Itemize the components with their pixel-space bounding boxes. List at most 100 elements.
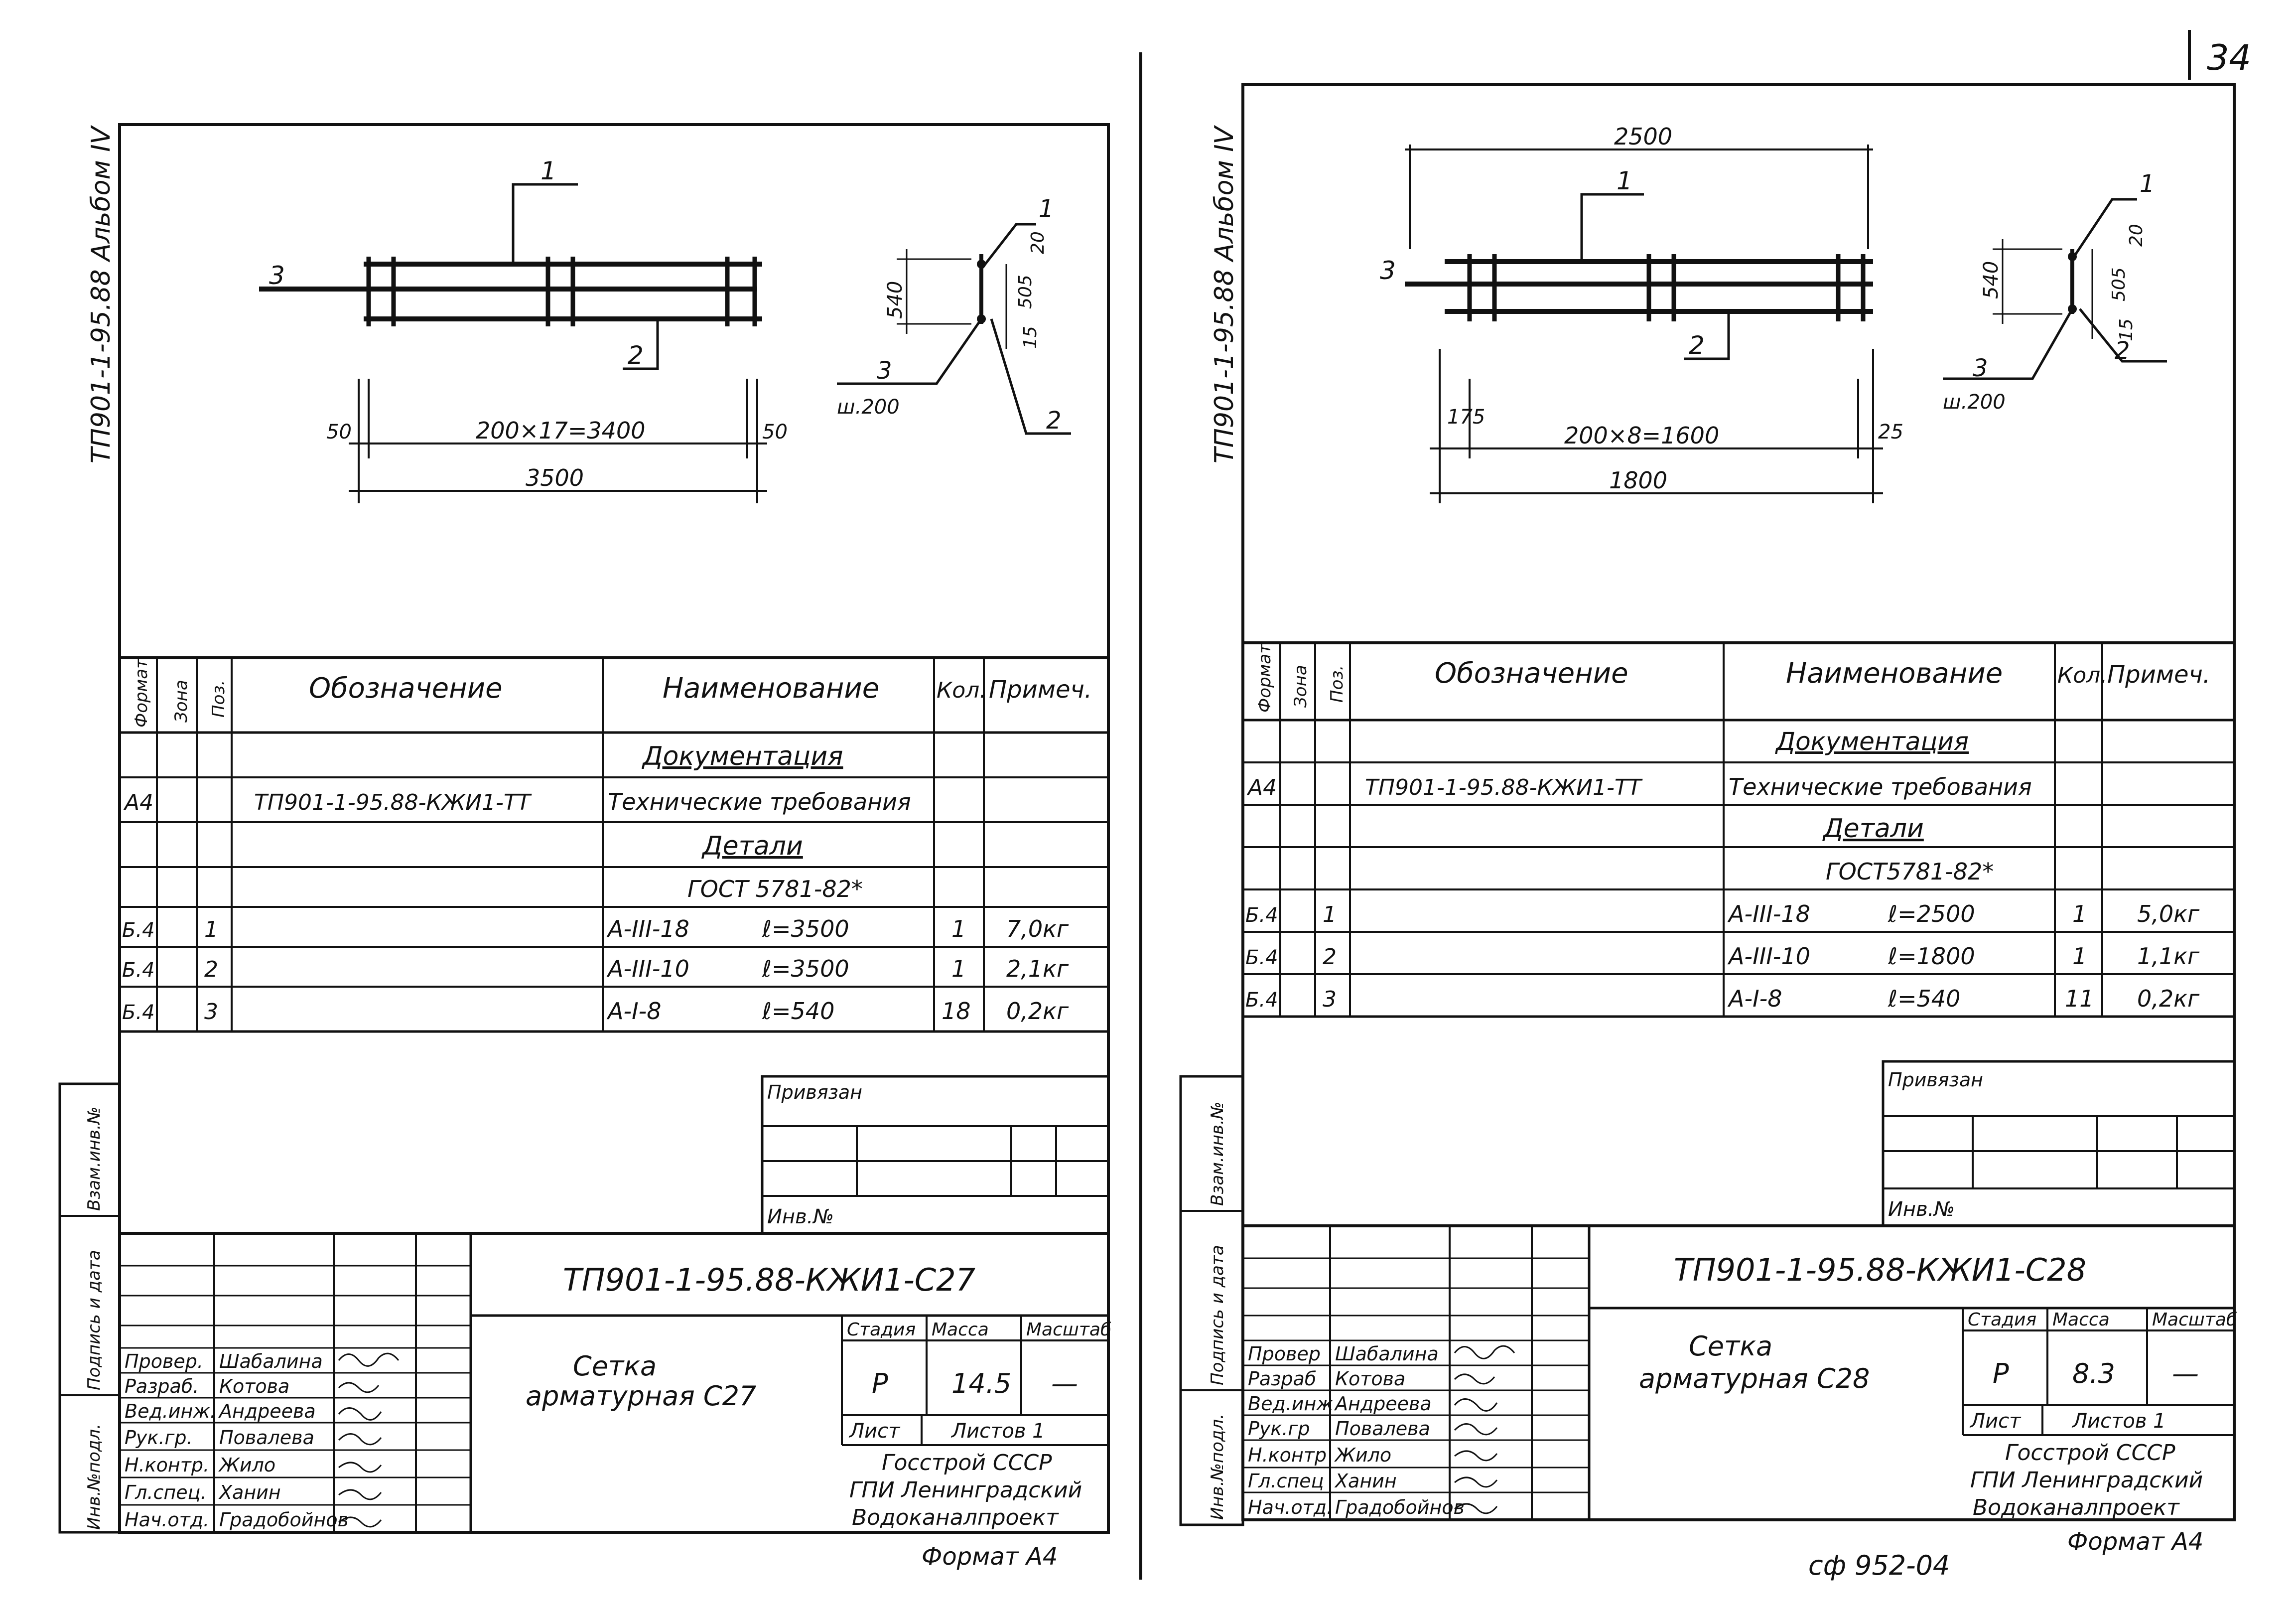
doc-row-name: Технические требования [1729,773,2032,800]
hdr-format: Формат [132,658,151,728]
binding-block: Привязан Инв.№ [1882,1060,2236,1227]
hdr-qty: Кол. [937,678,986,703]
svg-text:А-III-10: А-III-10 [606,955,689,982]
svg-text:Разраб: Разраб [1248,1368,1316,1390]
svg-text:ℓ=3500: ℓ=3500 [762,915,849,942]
stage-value: Р [1993,1358,2009,1389]
sec-20: 20 [1028,231,1048,254]
sec-pos2: 2 [1046,407,1062,435]
sheet-right: ТП901-1-95.88 Альбом IV Взам.инв.№ Подпи… [1179,83,2237,1581]
svg-text:ℓ=1800: ℓ=1800 [1888,943,1975,970]
svg-text:7,0кг: 7,0кг [1006,915,1069,942]
section-documentation: Документация [642,741,843,771]
svg-text:Шабалина: Шабалина [219,1350,323,1372]
svg-text:Андреева: Андреева [1334,1393,1432,1415]
svg-text:Рук.гр.: Рук.гр. [125,1427,193,1449]
sec-pos1: 1 [2140,170,2155,198]
side-label-inventory: Инв.№подл. [84,1424,104,1530]
hdr-pos: Поз. [209,680,229,718]
svg-text:ℓ=540: ℓ=540 [762,998,834,1025]
sec-540: 540 [884,281,907,319]
binding-label: Привязан [767,1081,862,1103]
signature-mark [1454,1476,1498,1488]
svg-text:Повалева: Повалева [219,1427,314,1449]
binding-block: Привязан Инв.№ [761,1075,1110,1235]
svg-text:3: 3 [204,999,218,1025]
hdr-note: Примеч. [2107,661,2210,689]
doc-row-designation: ТП901-1-95.88-КЖИ1-ТТ [254,790,532,815]
binding-label: Привязан [1888,1069,1983,1091]
signature-mark [1454,1373,1495,1385]
sec-505: 505 [1015,275,1036,309]
svg-text:Б.4: Б.4 [1245,989,1278,1012]
gost-ref: ГОСТ 5781-82* [687,876,863,902]
org-line2: ГПИ Ленинградский [1970,1468,2203,1493]
sec-505: 505 [2109,267,2129,301]
section-documentation: Документация [1775,727,1969,756]
svg-text:Вед.инж: Вед.инж [1248,1393,1334,1415]
signature-mark [1454,1450,1498,1462]
sheet-label: Лист [848,1420,901,1443]
doc-code: ТП901-1-95.88-КЖИ1-С27 [563,1262,975,1298]
side-label-inventory: Инв.№подл. [1208,1414,1227,1520]
sheet-label: Лист [1969,1410,2022,1433]
dim-span: 200×8=1600 [1564,422,1719,449]
dim-left: 50 [326,421,352,443]
pos2-label: 2 [628,341,644,370]
format-label: Формат А4 [2067,1528,2203,1556]
svg-text:5,0кг: 5,0кг [2137,900,2200,927]
dim-total: 3500 [526,464,584,491]
signature-mark [338,1382,380,1393]
album-label: ТП901-1-95.88 Альбом IV [86,125,116,463]
dim-span: 200×17=3400 [476,417,646,444]
svg-text:1: 1 [2072,900,2087,927]
table-row: Б.4 3 А-I-8 ℓ=540 18 0,2кг [122,998,1069,1025]
sec-15: 15 [2116,318,2137,341]
org-line3: Водоканалпроект [852,1505,1059,1530]
org-line1: Госстрой СССР [882,1450,1052,1475]
svg-text:Котова: Котова [1335,1368,1405,1390]
svg-text:А-I-8: А-I-8 [1727,985,1782,1012]
svg-text:Гл.спец: Гл.спец [1248,1470,1324,1492]
pos1-label: 1 [1617,166,1632,195]
mass-value: 14.5 [951,1368,1011,1399]
stage-label: Стадия [847,1320,916,1340]
pos3-label: 3 [1380,256,1396,285]
svg-text:Рук.гр: Рук.гр [1248,1418,1310,1440]
svg-text:Шабалина: Шабалина [1335,1343,1439,1365]
svg-text:Котова: Котова [219,1375,289,1397]
svg-text:Гл.спец.: Гл.спец. [125,1481,207,1503]
hdr-format: Формат [1255,643,1275,713]
svg-text:ℓ=540: ℓ=540 [1888,985,1960,1012]
dim-right: 50 [762,421,788,443]
sec-step: ш.200 [837,396,900,419]
svg-text:Градобойнов: Градобойнов [219,1509,349,1531]
svg-text:3: 3 [1323,987,1337,1012]
svg-text:Н.контр: Н.контр [1248,1444,1327,1466]
footer-code: сф 952-04 [1808,1550,1950,1581]
svg-text:Ханин: Ханин [218,1481,281,1503]
svg-text:1: 1 [951,955,966,982]
sheet-left: ТП901-1-95.88 Альбом IV Взам.инв.№ Подпи… [58,123,1111,1571]
inventory-label: Инв.№ [767,1205,834,1228]
title-block: ТП901-1-95.88-КЖИ1-С28 Сетка арматурная … [1241,1224,2237,1521]
dim-top: 2500 [1614,123,1672,150]
sheet-frame [1241,83,2236,1521]
signature-mark [338,1462,382,1473]
svg-text:Повалева: Повалева [1335,1418,1430,1440]
people-list: Провер Шабалина Разраб Котова Вед.инж Ан… [1248,1343,1465,1518]
svg-text:0,2кг: 0,2кг [1006,998,1069,1025]
pos3-label: 3 [269,261,285,290]
svg-text:А-III-10: А-III-10 [1727,943,1810,970]
svg-text:Градобойнов: Градобойнов [1335,1496,1465,1518]
pos1-label: 1 [540,156,556,185]
svg-text:А-I-8: А-I-8 [606,998,662,1025]
signature-mark [338,1489,382,1500]
spec-table: Формат Зона Поз. Обозначение Наименовани… [120,656,1108,1033]
table-row: Б.4 1 А-III-18 ℓ=2500 1 5,0кг [1245,900,2200,927]
hdr-designation: Обозначение [1435,657,1628,690]
hdr-pos: Поз. [1327,665,1347,703]
hdr-qty: Кол. [2057,663,2107,688]
svg-text:11: 11 [2065,985,2094,1012]
svg-text:1,1кг: 1,1кг [2137,943,2200,970]
